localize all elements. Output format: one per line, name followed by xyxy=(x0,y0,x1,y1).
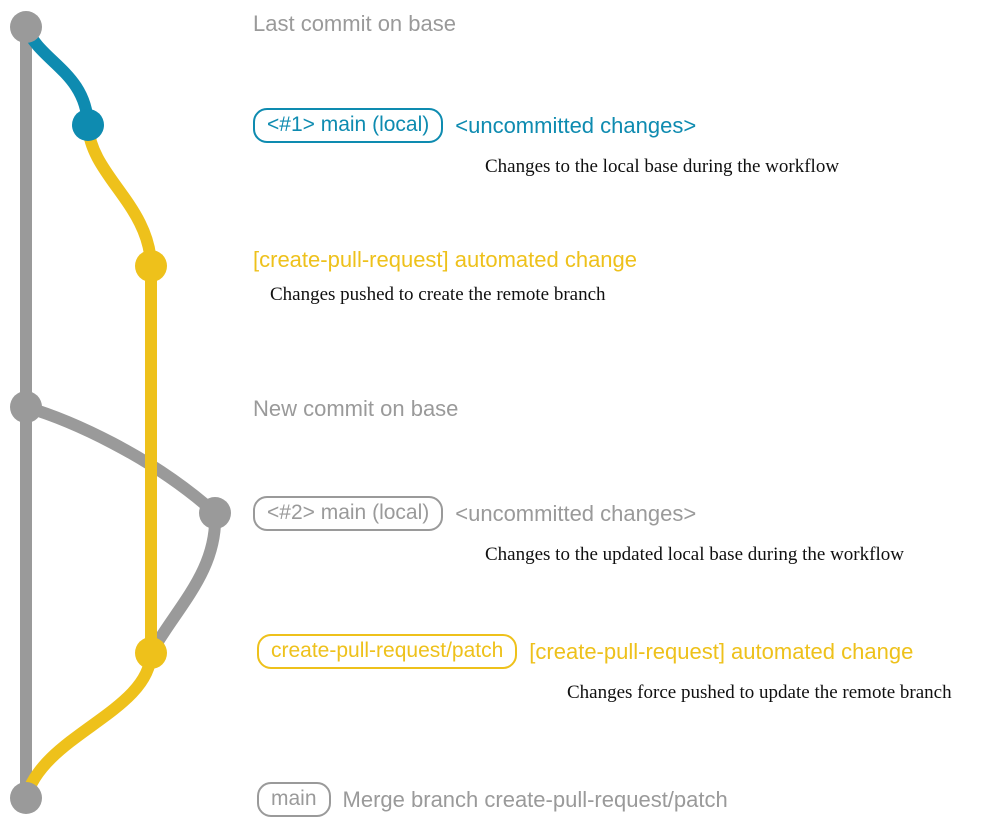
node-commit-2-patch xyxy=(135,250,167,282)
edge-local-to-patch xyxy=(82,119,157,272)
commit-subject: New commit on base xyxy=(253,396,459,421)
node-commit-1-local xyxy=(72,109,104,141)
commit-subject: <uncommitted changes> xyxy=(455,112,697,138)
commit-subject: [create-pull-request] automated change xyxy=(253,247,638,272)
edge-patch-to-merge xyxy=(20,647,157,804)
node-new-commit-on-base xyxy=(10,391,42,423)
commit-subject: <uncommitted changes> xyxy=(455,500,697,526)
commit-row-last-commit-on-base: Last commit on base xyxy=(253,13,456,35)
commit-row-commit-2-patch: [create-pull-request] automated change C… xyxy=(253,249,637,305)
commit-note: Changes to the updated local base during… xyxy=(485,544,904,565)
commit-headline: create-pull-request/patch [create-pull-r… xyxy=(257,634,913,669)
commit-headline: main Merge branch create-pull-request/pa… xyxy=(257,782,728,817)
commit-row-commit-4-patch: create-pull-request/patch [create-pull-r… xyxy=(257,634,952,702)
commit-note: Changes pushed to create the remote bran… xyxy=(270,284,606,305)
commit-headline: New commit on base xyxy=(253,398,458,420)
edge-base-to-updated-local xyxy=(20,401,221,519)
node-last-commit-on-base xyxy=(10,11,42,43)
edge-base-to-local xyxy=(20,21,94,131)
ref-badge-main-local-2[interactable]: <#2> main (local) xyxy=(253,496,444,531)
ref-badge-create-pull-request-patch[interactable]: create-pull-request/patch xyxy=(257,634,518,669)
commit-row-commit-5-merge: main Merge branch create-pull-request/pa… xyxy=(257,782,728,817)
commit-row-commit-3-updated-local: <#2> main (local) <uncommitted changes> … xyxy=(253,496,904,564)
commit-subject: Merge branch create-pull-request/patch xyxy=(342,786,728,812)
ref-badge-main-local-1[interactable]: <#1> main (local) xyxy=(253,108,444,143)
node-commit-3-updated-local xyxy=(199,497,231,529)
commit-subject: [create-pull-request] automated change xyxy=(529,638,914,664)
edge-updated-local-to-patch xyxy=(145,507,222,659)
node-commit-4-patch xyxy=(135,637,167,669)
commit-row-new-commit-on-base: New commit on base xyxy=(253,398,458,420)
node-commit-5-merge xyxy=(10,782,42,814)
commit-note: Changes force pushed to update the remot… xyxy=(567,682,952,703)
commit-subject: Last commit on base xyxy=(253,11,456,36)
commit-note: Changes to the local base during the wor… xyxy=(485,156,840,177)
commit-headline: [create-pull-request] automated change xyxy=(253,249,637,271)
commit-headline: Last commit on base xyxy=(253,13,456,35)
commit-headline: <#1> main (local) <uncommitted changes> xyxy=(253,108,696,143)
commit-row-commit-1-local: <#1> main (local) <uncommitted changes> … xyxy=(253,108,839,176)
ref-badge-main[interactable]: main xyxy=(257,782,331,817)
commit-headline: <#2> main (local) <uncommitted changes> xyxy=(253,496,696,531)
